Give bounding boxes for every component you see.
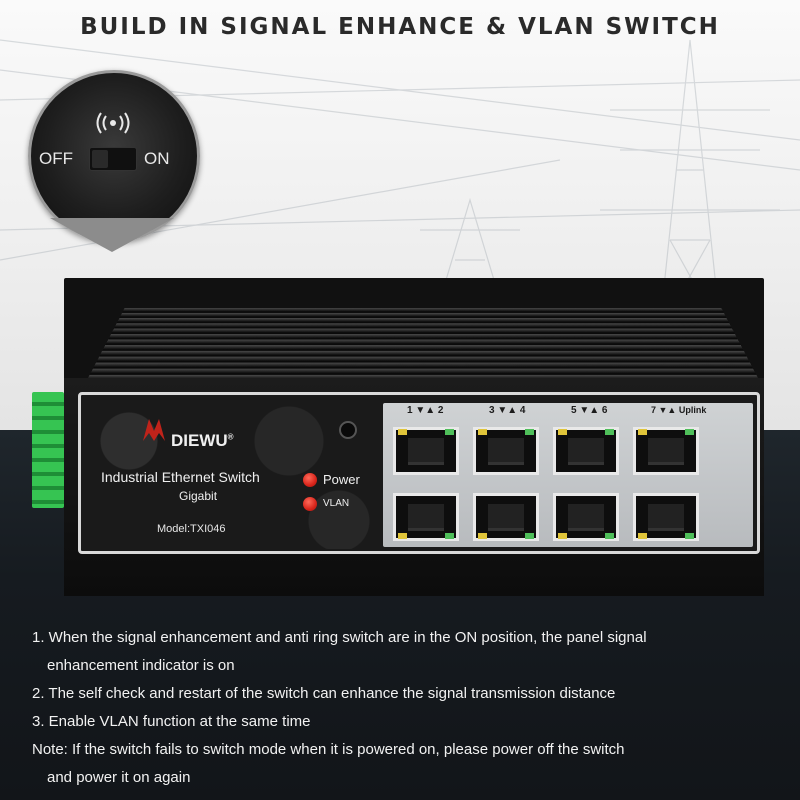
zoom-circle: OFF ON (28, 70, 200, 242)
note-line: enhancement indicator is on (32, 652, 782, 680)
port-label: 1 ▼▲ 2 (407, 405, 443, 416)
model-number: Model:TXI046 (157, 523, 225, 535)
note-line: Note: If the switch fails to switch mode… (32, 736, 782, 764)
toggle-knob (92, 150, 108, 168)
port-link-led-icon (478, 533, 487, 539)
rj45-socket (648, 504, 684, 531)
note-line: and power it on again (32, 764, 782, 792)
ethernet-switch-device: DIEWU® Industrial Ethernet Switch Gigabi… (64, 278, 764, 596)
product-subtitle: Gigabit (179, 489, 217, 503)
port-link-led-icon (638, 533, 647, 539)
port-link-led-icon (558, 533, 567, 539)
signal-broadcast-icon (93, 111, 133, 135)
switch-on-label: ON (144, 149, 170, 169)
port-activity-led-icon (685, 429, 694, 435)
port-activity-led-icon (605, 429, 614, 435)
vlan-led-label: VLAN (323, 498, 349, 509)
port-link-led-icon (398, 429, 407, 435)
ethernet-port[interactable] (393, 427, 459, 475)
port-link-led-icon (638, 429, 647, 435)
port-activity-led-icon (685, 533, 694, 539)
port-label: 5 ▼▲ 6 (571, 405, 607, 416)
port-link-led-icon (398, 533, 407, 539)
port-activity-led-icon (445, 429, 454, 435)
brand-logo-icon (139, 415, 169, 445)
ethernet-port[interactable] (553, 493, 619, 541)
rj45-socket (568, 438, 604, 465)
note-line: 2. The self check and restart of the swi… (32, 680, 782, 708)
port-link-led-icon (558, 429, 567, 435)
rj45-socket (488, 504, 524, 531)
reset-hole (339, 421, 357, 439)
port-label: 3 ▼▲ 4 (489, 405, 525, 416)
rj45-socket (408, 438, 444, 465)
port-activity-led-icon (605, 533, 614, 539)
port-link-led-icon (478, 429, 487, 435)
rj45-socket (408, 504, 444, 531)
switch-off-label: OFF (39, 149, 73, 169)
device-front: DIEWU® Industrial Ethernet Switch Gigabi… (64, 378, 764, 596)
port-activity-led-icon (445, 533, 454, 539)
product-name: Industrial Ethernet Switch (101, 469, 260, 485)
port-activity-led-icon (525, 429, 534, 435)
power-terminal-block (32, 392, 64, 508)
ethernet-port[interactable] (393, 493, 459, 541)
front-panel: DIEWU® Industrial Ethernet Switch Gigabi… (78, 392, 760, 554)
power-led-label: Power (323, 472, 360, 487)
notes-section: 1. When the signal enhancement and anti … (32, 624, 782, 792)
pointer-arrow-icon (50, 218, 174, 252)
heatsink-fins (88, 308, 758, 378)
rj45-socket (648, 438, 684, 465)
port-activity-led-icon (525, 533, 534, 539)
power-led-icon (303, 473, 317, 487)
ports-plate: 1 ▼▲ 2 3 ▼▲ 4 5 ▼▲ 6 7 ▼▲ Uplink (383, 403, 753, 547)
ethernet-port[interactable] (473, 427, 539, 475)
vlan-led-icon (303, 497, 317, 511)
ethernet-port[interactable] (553, 427, 619, 475)
note-line: 1. When the signal enhancement and anti … (32, 624, 782, 652)
note-line: 3. Enable VLAN function at the same time (32, 708, 782, 736)
headline-title: BUILD IN SIGNAL ENHANCE & VLAN SWITCH (0, 14, 800, 40)
ethernet-port[interactable] (633, 427, 699, 475)
registered-mark: ® (228, 432, 234, 441)
rj45-socket (488, 438, 524, 465)
switch-zoom-callout: OFF ON (28, 70, 198, 260)
ethernet-port[interactable] (473, 493, 539, 541)
rj45-socket (568, 504, 604, 531)
ethernet-port[interactable] (633, 493, 699, 541)
brand-name: DIEWU® (171, 431, 234, 451)
signal-enhance-toggle[interactable] (89, 147, 137, 171)
port-label: 7 ▼▲ Uplink (651, 405, 706, 415)
